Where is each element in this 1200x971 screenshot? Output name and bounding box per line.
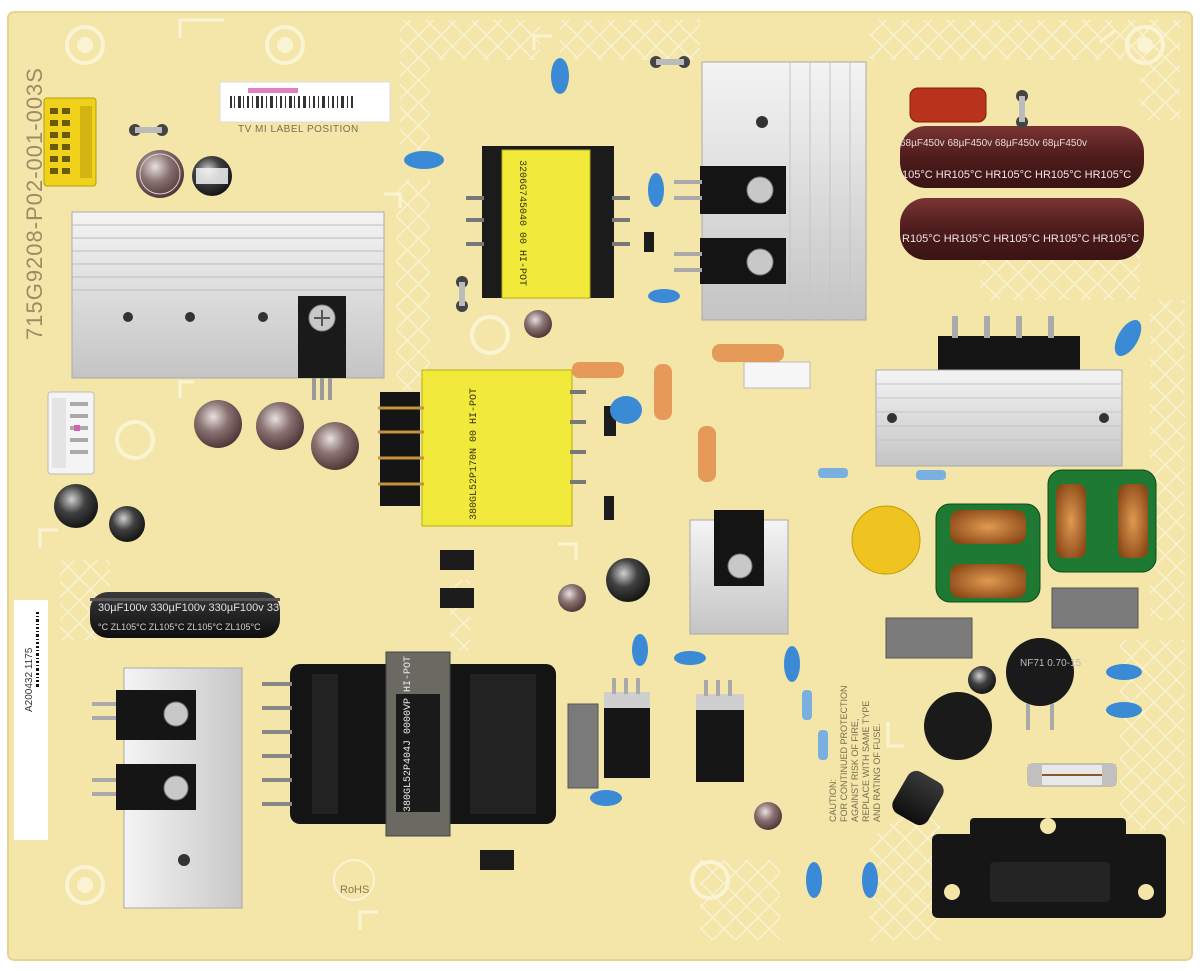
heatsink-right (875, 316, 1123, 467)
common-mode-choke-2 (1047, 469, 1157, 573)
connector-white (47, 391, 95, 475)
resistors (572, 344, 946, 760)
transformer-2-text: 380GL52P170N 00 HI-POT (469, 388, 480, 520)
x-capacitor-2 (1051, 587, 1139, 629)
common-mode-choke-1 (935, 503, 1041, 603)
capacitor-tilted (892, 770, 944, 826)
transformer-3-text: 380GL52P404J 0000VP HI-POT (403, 656, 414, 812)
capacitor-small-2 (192, 156, 232, 196)
bulk-cap-upper-text: 68µF450v 68µF450v 68µF450v 68µF450v (900, 138, 1087, 149)
label-position-text: TV MI LABEL POSITION (238, 124, 359, 135)
transformer-2 (378, 369, 586, 527)
bulk-cap-upper-text-2: 105°C HR105°C HR105°C HR105°C HR105°C (902, 169, 1131, 181)
transistor-2 (696, 680, 744, 782)
bulk-capacitor-upper (900, 126, 1144, 188)
grey-relay (567, 703, 599, 789)
capacitors-middle (524, 310, 996, 830)
thermistor-ntc-2 (924, 692, 992, 760)
x-capacitor-1 (885, 617, 973, 659)
capacitor-small-1 (136, 150, 184, 198)
transformer-1-text: 3206G745040 00 HI-POT (516, 160, 527, 286)
blue-ceramic-capacitors (404, 58, 1142, 898)
resistor-white-block (743, 361, 811, 389)
heatsink-top-middle (674, 61, 867, 321)
thermistor-ntc-1 (1006, 638, 1074, 730)
silkscreen-markings (38, 18, 1117, 930)
heatsink-left (71, 211, 385, 400)
varistor-yellow (851, 505, 921, 575)
bulk-capacitor-lower (900, 198, 1144, 260)
output-cap-text-2: °C ZL105°C ZL105°C ZL105°C ZL105°C (98, 622, 261, 632)
thermistor-text: NF71 0.70-15 (1020, 658, 1082, 669)
heatsink-bottom-left (92, 667, 243, 909)
barcode-number: A200432 1175 (24, 647, 35, 712)
smd-chips (440, 232, 654, 870)
jumper-wire-3 (650, 56, 690, 68)
ac-inlet-connector (932, 818, 1166, 918)
rohs-circle (333, 859, 375, 901)
jumper-wire (129, 124, 168, 136)
capacitor-output-horizontal (90, 592, 280, 638)
bulk-cap-lower-text: R105°C HR105°C HR105°C HR105°C HR105°C (902, 233, 1139, 245)
jumper-wire-4 (456, 276, 468, 312)
jumper-wire-2 (1016, 90, 1028, 128)
barcode-sticker (14, 600, 48, 840)
barcode (36, 612, 39, 687)
transformer-3 (262, 651, 556, 837)
caution-text: CAUTION: FOR CONTINUED PROTECTION AGAINS… (828, 685, 882, 823)
heatsink-center (689, 510, 789, 635)
output-cap-text: 30µF100v 330µF100v 330µF100v 33 (98, 602, 279, 614)
fuse (1027, 763, 1117, 787)
film-capacitor-red (909, 87, 987, 123)
capacitor-row-left (54, 400, 359, 542)
rohs-mark: RoHS (340, 884, 370, 896)
connector-yellow (43, 97, 97, 187)
board-part-number: 715G9208-P02-001-003S (22, 67, 47, 340)
transistor-1 (604, 678, 650, 778)
transformer-1 (466, 146, 630, 299)
